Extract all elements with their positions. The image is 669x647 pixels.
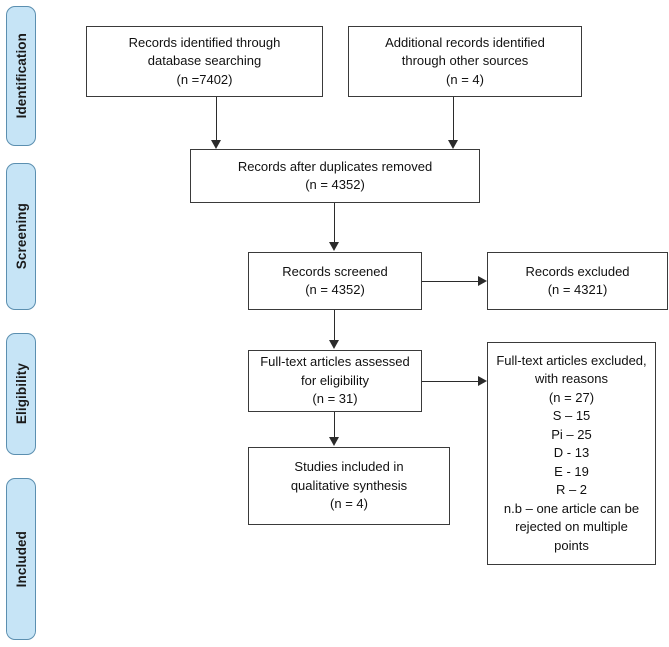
node-studies-included: Studies included in qualitative synthesi… bbox=[248, 447, 450, 525]
connector-screened-to-excluded bbox=[422, 281, 479, 282]
stage-label-screening-text: Screening bbox=[13, 203, 29, 270]
node-line-reason: Pi – 25 bbox=[551, 426, 592, 442]
stage-label-eligibility-text: Eligibility bbox=[13, 363, 29, 425]
node-line-reason: S – 15 bbox=[552, 408, 591, 424]
node-line: Studies included in bbox=[294, 459, 404, 475]
node-line: (n = 4) bbox=[446, 71, 484, 87]
connector-additional-to-duplicates bbox=[453, 97, 454, 141]
node-fulltext-excluded-with-reasons: Full-text articles excluded, with reason… bbox=[487, 342, 656, 565]
node-line: qualitative synthesis bbox=[290, 477, 408, 493]
node-line: Records after duplicates removed bbox=[237, 158, 433, 174]
node-line: (n = 4) bbox=[330, 496, 368, 512]
node-fulltext-assessed: Full-text articles assessed for eligibil… bbox=[248, 350, 422, 412]
node-line: through other sources bbox=[401, 53, 529, 69]
node-line: Full-text articles assessed bbox=[260, 354, 410, 370]
node-line-note: rejected on multiple bbox=[515, 519, 628, 535]
stage-label-included: Included bbox=[6, 478, 36, 640]
node-line-reason: D - 13 bbox=[553, 445, 590, 461]
stage-label-eligibility: Eligibility bbox=[6, 333, 36, 455]
node-line: (n = 31) bbox=[312, 391, 358, 407]
stage-label-identification: Identification bbox=[6, 6, 36, 146]
arrowhead-duplicates-to-screened bbox=[328, 242, 339, 251]
node-line: database searching bbox=[147, 53, 262, 69]
node-line: Records excluded bbox=[525, 263, 630, 279]
node-line: (n = 4321) bbox=[547, 282, 608, 297]
node-line: Additional records identified bbox=[385, 34, 545, 50]
node-line: for eligibility bbox=[301, 372, 369, 388]
node-line: Records identified through bbox=[128, 34, 281, 50]
node-records-screened: Records screened (n = 4352) bbox=[248, 252, 422, 310]
node-line: Records screened bbox=[282, 263, 388, 279]
arrowhead-identified-to-duplicates bbox=[210, 140, 221, 149]
node-records-excluded: Records excluded (n = 4321) bbox=[487, 252, 668, 310]
node-records-after-duplicates-removed: Records after duplicates removed (n = 43… bbox=[190, 149, 480, 203]
node-line: Full-text articles excluded, bbox=[496, 353, 647, 368]
connector-screened-to-fulltext bbox=[334, 310, 335, 341]
node-line-reason: R – 2 bbox=[555, 482, 588, 498]
connector-duplicates-to-screened bbox=[334, 203, 335, 243]
node-line: (n = 4352) bbox=[305, 282, 365, 297]
node-additional-records-other-sources: Additional records identified through ot… bbox=[348, 26, 582, 97]
connector-identified-to-duplicates bbox=[216, 97, 217, 141]
arrowhead-screened-to-excluded bbox=[478, 275, 487, 286]
node-line: (n = 4352) bbox=[305, 177, 365, 192]
node-line: with reasons bbox=[535, 371, 608, 387]
stage-label-identification-text: Identification bbox=[13, 33, 29, 119]
arrowhead-fulltext-to-included bbox=[328, 437, 339, 446]
connector-fulltext-to-included bbox=[334, 412, 335, 438]
arrowhead-screened-to-fulltext bbox=[328, 340, 339, 349]
node-line: (n = 27) bbox=[548, 389, 595, 405]
node-records-identified-database: Records identified through database sear… bbox=[86, 26, 323, 97]
node-line: (n =7402) bbox=[176, 71, 233, 87]
arrowhead-fulltext-to-excluded bbox=[478, 375, 487, 386]
node-line-note: n.b – one article can be bbox=[503, 500, 640, 516]
stage-label-screening: Screening bbox=[6, 163, 36, 310]
stage-label-included-text: Included bbox=[13, 530, 29, 588]
node-line-reason: E - 19 bbox=[554, 463, 589, 479]
arrowhead-additional-to-duplicates bbox=[447, 140, 458, 149]
connector-fulltext-to-excluded bbox=[422, 381, 479, 382]
node-line-note: points bbox=[554, 537, 589, 553]
